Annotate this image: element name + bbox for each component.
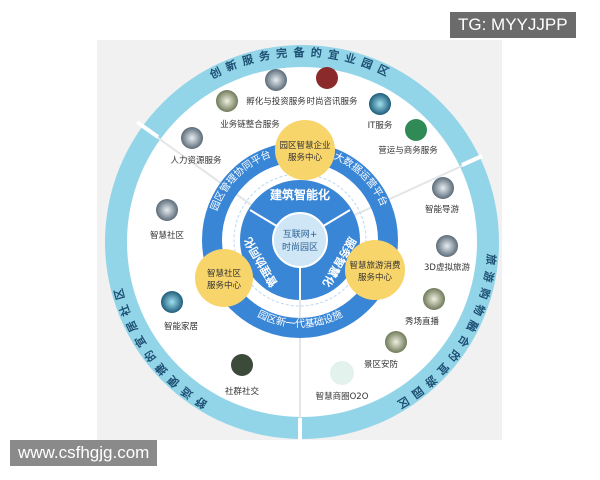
- community-icon: [156, 199, 178, 221]
- watermark-top: TG: MYYJJPP: [450, 12, 576, 38]
- sector-top-text: 建筑智能化: [269, 187, 330, 202]
- svg-text:人力资源服务: 人力资源服务: [170, 155, 222, 166]
- svg-text:社群社交: 社群社交: [225, 386, 260, 397]
- security-icon: [385, 331, 407, 353]
- svg-text:智慧旅游消费: 智慧旅游消费: [349, 260, 401, 271]
- incubator-icon: [265, 69, 287, 91]
- svg-text:服务中心: 服务中心: [288, 152, 323, 163]
- o2o-icon: [330, 361, 354, 385]
- svg-text:业务链整合服务: 业务链整合服务: [220, 119, 280, 130]
- svg-text:营运与商务服务: 营运与商务服务: [378, 145, 438, 156]
- service-operations: 营运与商务服务: [378, 119, 438, 156]
- people-icon: [181, 127, 203, 149]
- social-icon: [231, 354, 253, 376]
- svg-text:园区智慧企业: 园区智慧企业: [279, 140, 330, 151]
- tourism-service-center: 智慧旅游消费 服务中心: [345, 240, 405, 300]
- service-hr: 人力资源服务: [170, 127, 222, 166]
- service-guide: 智能导游: [425, 177, 460, 215]
- service-fashion-info: 时尚咨讯服务: [306, 67, 358, 107]
- svg-text:智能导游: 智能导游: [425, 204, 460, 215]
- core-line2: 时尚园区: [282, 241, 318, 253]
- service-incubation: 孵化与投资服务: [246, 69, 306, 107]
- vr-tour-icon: [436, 235, 458, 257]
- enterprise-service-center: 园区智慧企业 服务中心: [275, 120, 335, 180]
- service-smart-home: 智能家居: [161, 291, 198, 332]
- service-3d-tour: 3D虚拟旅游: [424, 235, 470, 273]
- svg-text:时尚咨讯服务: 时尚咨讯服务: [306, 96, 358, 107]
- svg-text:秀场直播: 秀场直播: [405, 316, 440, 327]
- community-service-center: 智慧社区 服务中心: [195, 249, 253, 307]
- svg-text:智能家居: 智能家居: [164, 321, 198, 332]
- service-business-chain: 业务链整合服务: [216, 90, 280, 130]
- service-live: 秀场直播: [405, 288, 445, 327]
- svg-text:IT服务: IT服务: [368, 120, 393, 131]
- meeting-icon: [316, 67, 338, 89]
- guide-icon: [432, 177, 454, 199]
- core-line1: 互联网+: [283, 229, 318, 240]
- service-security: 景区安防: [364, 331, 407, 370]
- service-it: IT服务: [368, 93, 393, 131]
- svg-text:服务中心: 服务中心: [358, 272, 393, 283]
- svg-text:智慧商圈O2O: 智慧商圈O2O: [316, 391, 369, 402]
- globe-icon: [405, 119, 427, 141]
- svg-text:服务中心: 服务中心: [207, 280, 242, 291]
- service-social: 社群社交: [225, 354, 260, 397]
- svg-text:3D虚拟旅游: 3D虚拟旅游: [424, 262, 470, 273]
- live-stream-icon: [423, 288, 445, 310]
- svg-text:景区安防: 景区安防: [364, 359, 399, 370]
- svg-text:孵化与投资服务: 孵化与投资服务: [246, 96, 306, 107]
- home-icon: [161, 291, 183, 313]
- watermark-bottom: www.csfhgjg.com: [10, 440, 158, 466]
- svg-text:智慧社区: 智慧社区: [150, 230, 185, 241]
- network-icon: [216, 90, 238, 112]
- tech-icon: [369, 93, 391, 115]
- service-o2o: 智慧商圈O2O: [316, 361, 369, 402]
- svg-text:智慧社区: 智慧社区: [207, 268, 242, 279]
- service-smart-community: 智慧社区: [150, 199, 185, 241]
- core-center: [272, 212, 328, 268]
